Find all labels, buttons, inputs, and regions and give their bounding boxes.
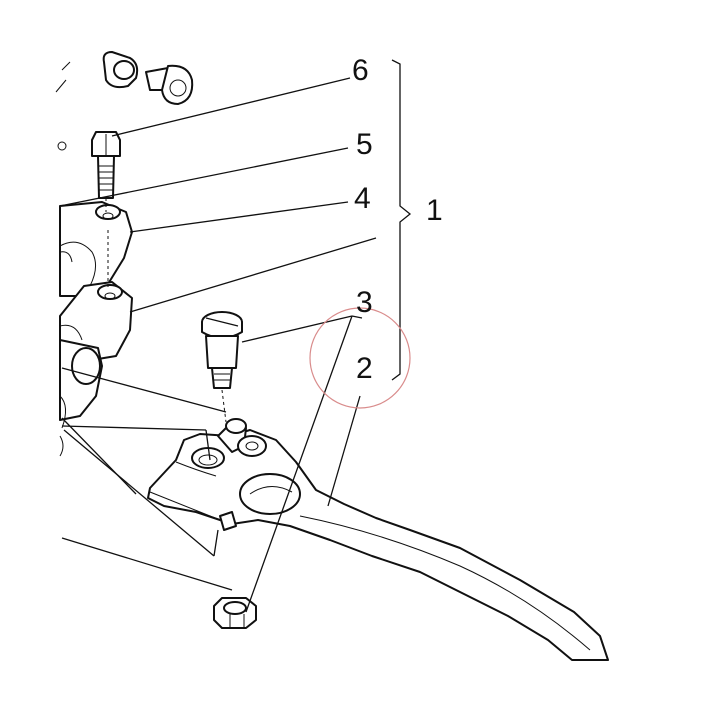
- callout-3: 3: [356, 286, 373, 319]
- partial-parts-top: [55, 51, 194, 105]
- callout-1: 1: [426, 194, 443, 227]
- assembly-bracket: [391, 59, 412, 381]
- part-2-pivot-screw: [201, 311, 243, 389]
- highlight-circle: [309, 307, 411, 409]
- part-6-hex-bolt: [57, 131, 121, 199]
- leader-lines: [59, 77, 377, 613]
- callout-5: 5: [356, 128, 373, 161]
- callout-2: 2: [356, 352, 373, 385]
- part-4-upper-clamp: [59, 201, 133, 297]
- part-brake-lever: [147, 418, 609, 661]
- callout-6: 6: [352, 54, 369, 87]
- callout-4: 4: [354, 182, 371, 215]
- part-lever-body: [59, 339, 103, 457]
- part-hex-nut: [213, 597, 257, 629]
